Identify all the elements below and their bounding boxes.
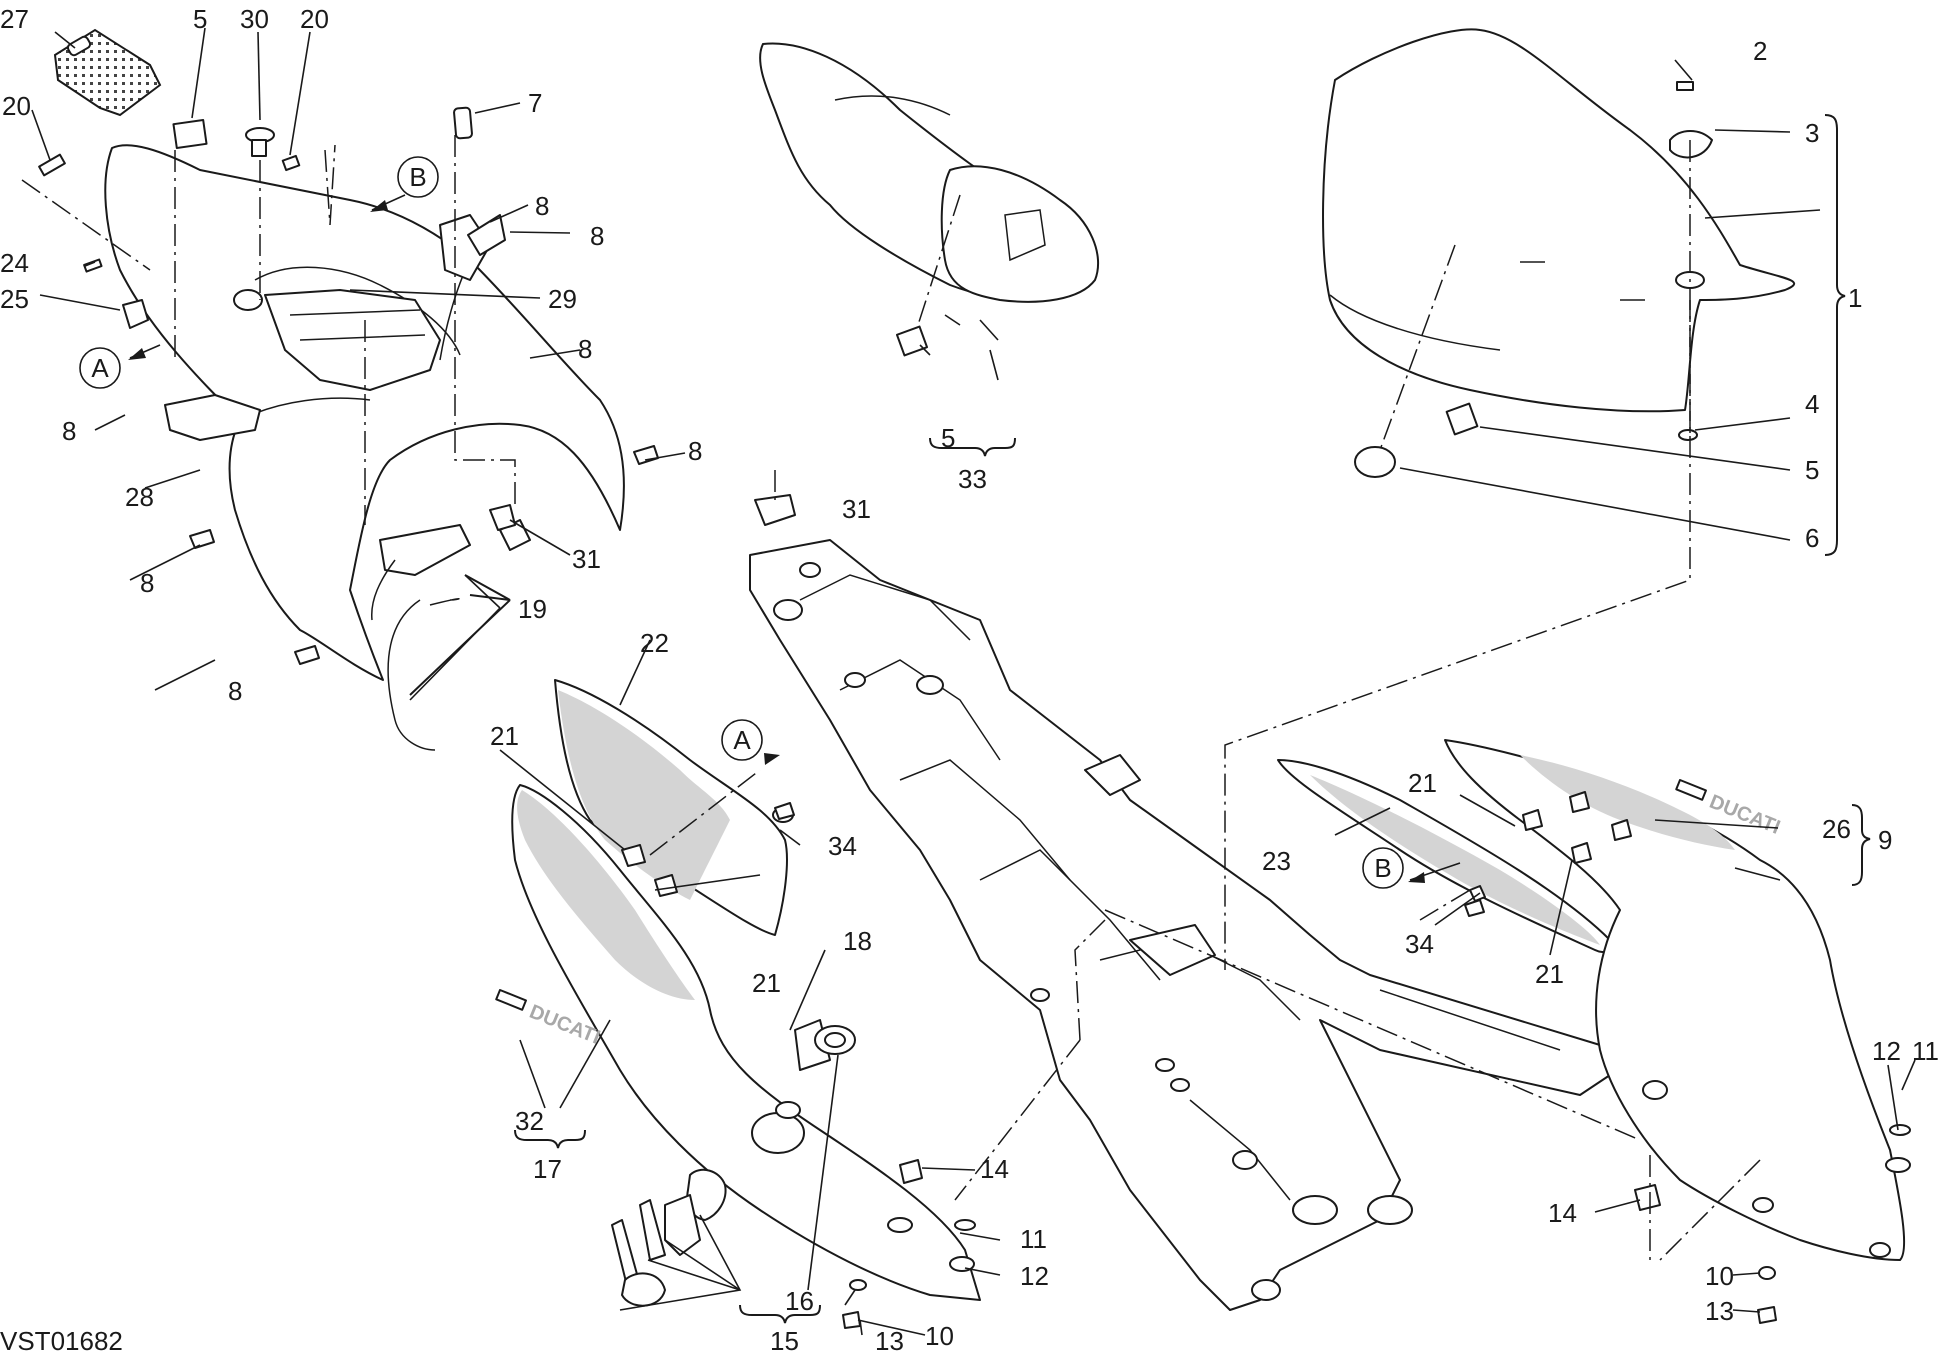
callout-4: 4 [1805,389,1819,419]
callout-1: 1 [1848,283,1862,313]
drawing-code: VST01682 [0,1326,123,1356]
callout-34-center: 34 [828,831,857,861]
callout-34-right: 34 [1405,929,1434,959]
callout-32: 32 [515,1106,544,1136]
callout-8-b: 8 [578,334,592,364]
assembly-centerlines [21,135,1761,1261]
left-side-panel [511,784,981,1301]
brace-15 [739,1304,821,1324]
passenger-seat [759,42,1100,357]
ignition-lock-and-keys [611,1168,727,1307]
ref-a-center: A [721,719,780,765]
leader-lines [31,27,1916,1336]
svg-text:A: A [733,725,751,755]
callout-20-left: 20 [2,91,31,121]
callout-15: 15 [770,1326,799,1356]
callout-6: 6 [1805,523,1819,553]
callout-26: 26 [1822,814,1851,844]
callout-21-a: 21 [490,721,519,751]
fasteners-bottom [189,445,1911,1329]
ref-b-top: B [370,156,439,212]
right-side-panel [1444,739,1906,1261]
nut-14-right [1634,1184,1661,1211]
callout-2: 2 [1753,36,1767,66]
callout-5-pad: 5 [193,4,207,34]
callout-9: 9 [1878,825,1892,855]
callout-8-c: 8 [688,436,702,466]
nut-31-frame [754,494,796,526]
callout-17: 17 [533,1154,562,1184]
fastener-18-16 [794,1019,856,1071]
callout-31-frame: 31 [842,494,871,524]
callout-8-a: 8 [535,191,549,221]
pad-5-passenger [895,325,929,357]
callout-33: 33 [958,464,987,494]
callout-8-f: 8 [228,676,242,706]
callout-13-left: 13 [875,1326,904,1356]
callout-18: 18 [843,926,872,956]
callout-12-left: 12 [1020,1261,1049,1291]
callout-23: 23 [1262,846,1291,876]
ref-a-left: A [79,344,161,389]
callout-10-right: 10 [1705,1261,1734,1291]
rubber-buffer-6 [1354,446,1396,478]
nut-14-left [899,1159,923,1184]
callout-5-rider: 5 [1805,455,1819,485]
svg-text:B: B [409,162,426,192]
callout-11-left: 11 [1020,1224,1047,1254]
callout-14-right: 14 [1548,1198,1577,1228]
callout-28: 28 [125,482,154,512]
callout-22: 22 [640,628,669,658]
small-hardware-top [38,106,506,329]
callout-29: 29 [548,284,577,314]
callout-numbers: 1 2 3 4 5 5 5 6 7 8 8 8 8 8 8 8 9 10 10 … [0,4,1939,1356]
callout-27: 27 [0,4,29,34]
callout-8-g: 8 [590,221,604,251]
callout-14-left: 14 [980,1154,1009,1184]
callout-8-e: 8 [140,568,154,598]
rider-seat [1322,28,1795,478]
callout-31-tail: 31 [572,544,601,574]
callout-13-right: 13 [1705,1296,1734,1326]
brace-9 [1851,804,1871,886]
callout-11-right: 11 [1912,1036,1939,1066]
nut-31-tail [489,504,516,531]
callout-21-c: 21 [1408,768,1437,798]
callout-21-b: 21 [752,968,781,998]
callout-8-d: 8 [62,416,76,446]
brace-19 [409,574,511,696]
callout-19: 19 [518,594,547,624]
svg-text:B: B [1374,853,1391,883]
callout-5-passenger: 5 [941,423,955,453]
callout-20-top: 20 [300,4,329,34]
callout-10-left: 10 [925,1321,954,1351]
ref-b-right: B [1362,847,1461,889]
brace-17 [514,1129,586,1149]
callout-21-d: 21 [1535,959,1564,989]
callout-12-right: 12 [1872,1036,1901,1066]
svg-text:A: A [91,353,109,383]
callout-3: 3 [1805,118,1819,148]
brace-33 [929,437,1016,457]
rear-subframe [749,539,1611,1311]
callout-16: 16 [785,1286,814,1316]
callout-7: 7 [528,88,542,118]
callout-30: 30 [240,4,269,34]
brace-1 [1824,114,1846,556]
pad-5-rider [1445,402,1479,436]
callout-24: 24 [0,248,29,278]
seat-lock-hinge [371,519,531,751]
callout-25: 25 [0,284,29,314]
